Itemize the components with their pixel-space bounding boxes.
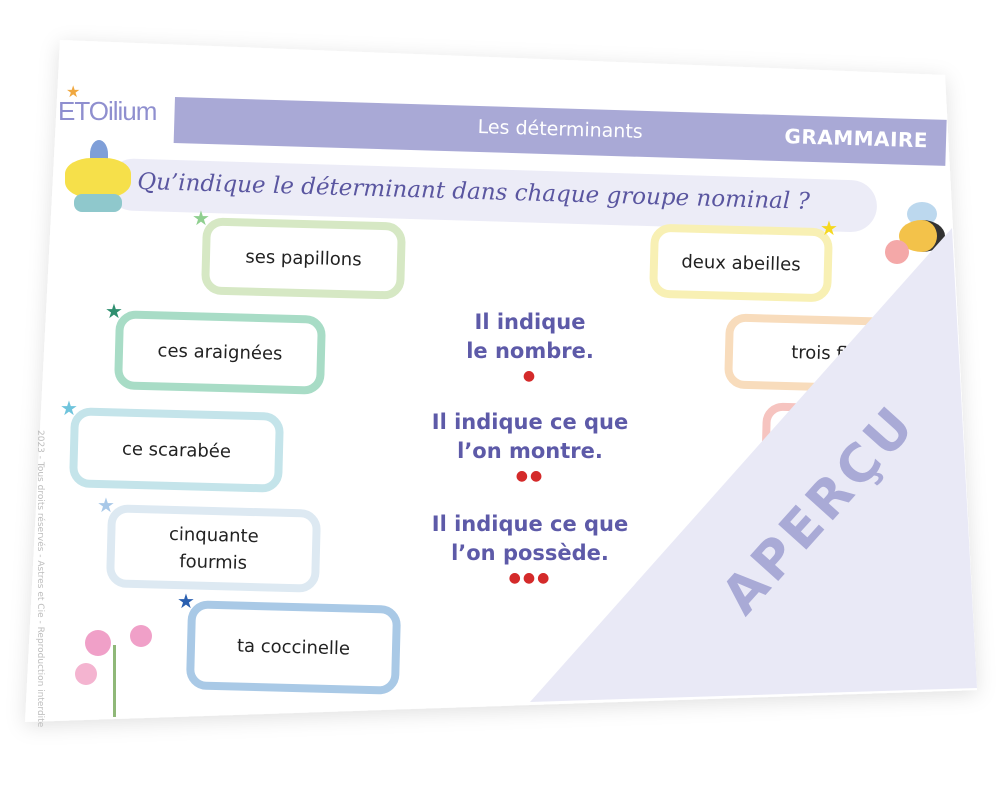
option-dots: ●●● <box>508 569 552 586</box>
star-icon: ★ <box>60 396 78 420</box>
bee-illustration <box>885 200 945 270</box>
noun-group-text: cinquante fourmis <box>168 523 259 574</box>
star-logo-icon: ★ <box>66 82 81 101</box>
noun-group-card[interactable]: ses papillons <box>201 217 406 300</box>
determinant-meaning-option[interactable]: Il indique ce que l’on possède. ●●● <box>410 510 650 588</box>
flower-illustration <box>75 625 165 720</box>
star-character-illustration <box>60 140 140 215</box>
noun-group-card[interactable]: deux abeilles <box>649 223 833 303</box>
option-line-2: l’on montre. <box>457 439 603 464</box>
determinant-meaning-option[interactable]: Il indique le nombre. ● <box>410 308 650 386</box>
star-icon: ★ <box>105 299 123 323</box>
option-line-2: l’on possède. <box>451 541 609 566</box>
determinant-meaning-option[interactable]: Il indique ce que l’on montre. ●● <box>410 408 650 486</box>
option-dots: ●● <box>515 467 545 484</box>
noun-group-card[interactable]: cinquante fourmis <box>105 504 322 593</box>
question-text: Qu’indique le déterminant dans chaque gr… <box>136 168 811 215</box>
noun-group-text: ces araignées <box>157 340 283 365</box>
noun-group-text: ses papillons <box>245 246 362 271</box>
logo: ETOilium <box>58 96 157 126</box>
star-icon: ★ <box>177 589 195 613</box>
noun-group-text: ta coccinelle <box>236 635 351 660</box>
copyright-notice: 2023 - Tous droits réservés - Astres et … <box>35 430 45 728</box>
subject-label: GRAMMAIRE <box>784 124 929 153</box>
star-icon: ★ <box>820 216 838 240</box>
noun-group-card[interactable]: ce scarabée <box>68 407 285 493</box>
option-line-2: le nombre. <box>466 339 594 364</box>
option-dots: ● <box>522 367 538 384</box>
option-line-1: Il indique ce que <box>431 512 629 536</box>
option-line-1: Il indique ce que <box>431 410 629 434</box>
star-icon: ★ <box>192 206 210 230</box>
noun-group-text: deux abeilles <box>681 250 801 276</box>
star-icon: ★ <box>97 493 115 517</box>
noun-group-card[interactable]: ta coccinelle <box>185 600 402 695</box>
noun-group-card[interactable]: ces araignées <box>114 310 326 395</box>
noun-group-text: ce scarabée <box>121 438 232 462</box>
option-line-1: Il indique <box>474 310 586 334</box>
